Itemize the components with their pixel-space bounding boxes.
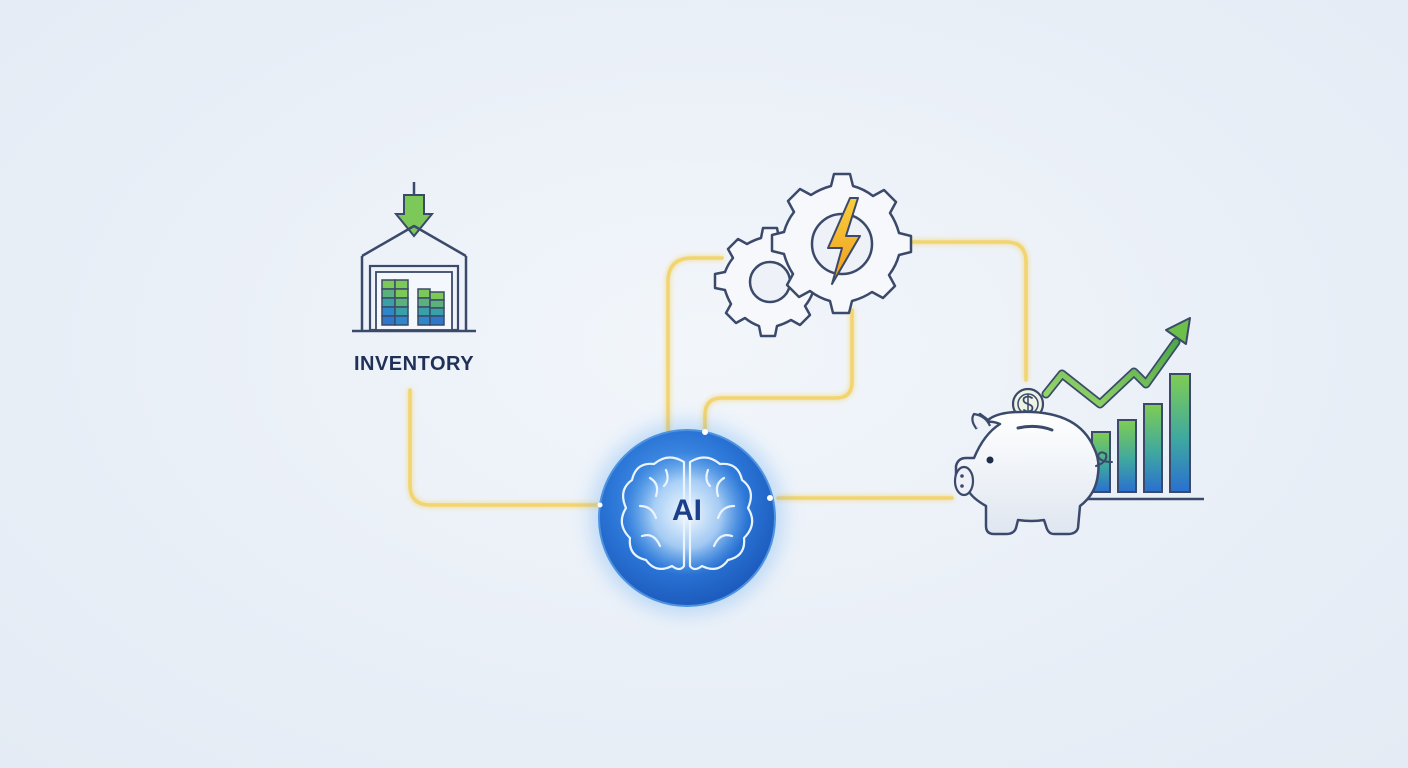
growth-bar-3: [1143, 403, 1163, 493]
gears-lightning-icon: [713, 172, 913, 338]
connector-ai-gears: [666, 256, 724, 434]
ai-label: AI: [672, 494, 702, 527]
connectors: [408, 240, 1028, 507]
connector-gears-ai: [703, 308, 854, 434]
piggy-bank-growth-chart-icon: [953, 317, 1204, 536]
connector-inventory-ai: [408, 388, 602, 507]
brain-icon: [591, 422, 783, 614]
growth-bar-2: [1117, 419, 1137, 493]
growth-bar-4: [1169, 373, 1191, 493]
inventory-label: INVENTORY: [353, 353, 475, 375]
connector-gears-savings: [900, 240, 1028, 382]
warehouse-icon: [352, 182, 476, 333]
